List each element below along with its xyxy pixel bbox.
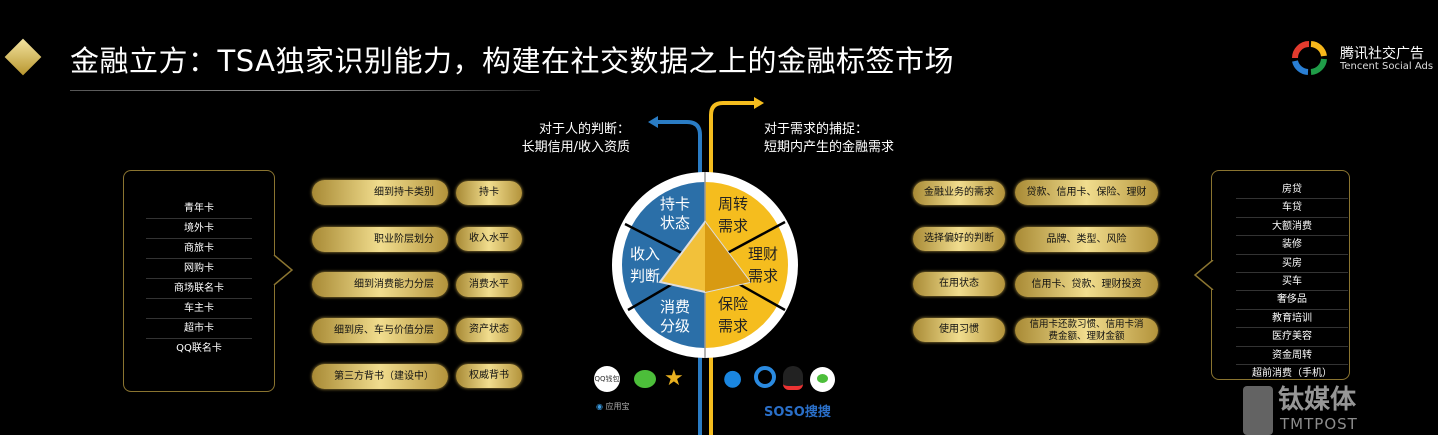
list-item: QQ联名卡 [176,343,222,354]
list-item: 医疗美容 [1236,328,1348,347]
left-tag-pill: 资产状态 [456,318,522,342]
wechat-pay-icon [810,367,835,392]
list-item: 超前消费（手机） [1252,368,1332,380]
right-note-line: 短期内产生的金融需求 [764,140,895,155]
list-item: 网购卡 [146,259,252,279]
demand-type-list: 房贷 车贷 大额消费 装修 买房 买车 奢侈品 教育培训 医疗美容 资金周转 超… [1236,181,1348,382]
wheel-left-half [622,182,705,348]
watermark-en: TMTPOST [1280,415,1358,433]
list-item: 商场联名卡 [146,279,252,299]
list-item: 商旅卡 [146,239,252,259]
page-title: 金融立方：TSA独家识别能力，构建在社交数据之上的金融标签市场 [70,44,955,78]
soso-logo: SOSO搜搜 [764,405,831,420]
logo-en: Tencent Social Ads [1340,61,1434,72]
qq-wallet-icon: QQ钱包 [594,366,620,392]
right-note: 对于需求的捕捉： 短期内产生的金融需求 [764,121,894,157]
list-item: 装修 [1236,236,1348,255]
map-pin-icon: ● [723,366,743,391]
qq-browser-icon [754,366,776,388]
wheel-seg-turnover: 周转需求 [718,195,749,235]
yellow-flow-line [709,101,756,435]
left-tag-pill: 持卡 [456,181,522,205]
left-detail-pill: 细到房、车与价值分层 [312,318,448,343]
wheel-seg-consume: 消费分级 [660,298,691,335]
left-tag-pill: 消费水平 [456,273,522,297]
logo-cn: 腾讯社交广告 [1340,46,1424,62]
list-item: 青年卡 [146,199,252,219]
list-item: 大额消费 [1236,218,1348,237]
left-note: 对于人的判断： 长期信用/收入资质 [500,121,630,157]
left-tag-pill: 收入水平 [456,227,522,251]
right-box-pointer [1193,260,1214,290]
left-note-line: 长期信用/收入资质 [521,140,630,155]
right-tag-pill: 使用习惯 [913,318,1005,342]
list-item: 房贷 [1236,181,1348,200]
list-item: 教育培训 [1236,310,1348,329]
left-detail-pill: 细到持卡类别 [312,180,448,205]
wheel-right-half [705,182,788,348]
list-item: 超市卡 [146,319,252,339]
left-tag-pill: 权威背书 [456,364,522,388]
list-item: 买车 [1236,273,1348,292]
right-detail-pill: 信用卡还款习惯、信用卡消费金额、理财金额 [1015,318,1158,343]
blue-flow-line [656,120,702,435]
qzone-star-icon: ★ [664,366,684,391]
list-item: 车主卡 [146,299,252,319]
right-detail-pill: 贷款、信用卡、保险、理财 [1015,180,1158,205]
blue-arrow-icon [648,116,658,128]
wheel-seg-insurance: 保险需求 [718,295,749,335]
left-detail-pill: 细到消费能力分层 [312,272,448,297]
wheel-seg-income: 收入判断 [630,245,661,285]
card-type-list: 青年卡 境外卡 商旅卡 网购卡 商场联名卡 车主卡 超市卡 QQ联名卡 [146,199,252,358]
left-note-line: 对于人的判断： [538,122,630,137]
list-item: 车贷 [1236,199,1348,218]
left-detail-pill: 职业阶层划分 [312,227,448,252]
wechat-icon [634,370,656,388]
yingyongbao-logo: ◉ 应用宝 [596,402,630,411]
right-note-line: 对于需求的捕捉： [764,122,869,137]
wheel-seg-finance: 理财需求 [748,245,779,285]
left-box-pointer [273,255,294,285]
list-item: 买房 [1236,255,1348,274]
right-tag-pill: 在用状态 [913,272,1005,296]
left-detail-pill: 第三方背书（建设中） [312,364,448,389]
list-item: 奢侈品 [1236,291,1348,310]
title-divider [70,90,540,91]
right-detail-pill: 品牌、类型、风险 [1015,227,1158,252]
right-detail-pill: 信用卡、贷款、理财投资 [1015,272,1158,297]
watermark-t-icon [1243,386,1273,435]
list-item: 境外卡 [146,219,252,239]
right-tag-pill: 金融业务的需求 [913,181,1005,205]
wheel-seg-card: 持卡状态 [660,195,691,232]
yellow-arrow-icon [754,97,764,109]
qq-penguin-icon [783,366,803,390]
tencent-logo-icon [1292,41,1327,75]
list-item: 资金周转 [1236,347,1348,366]
right-tag-pill: 选择偏好的判断 [913,227,1005,251]
watermark-cn: 钛媒体 [1278,385,1357,415]
